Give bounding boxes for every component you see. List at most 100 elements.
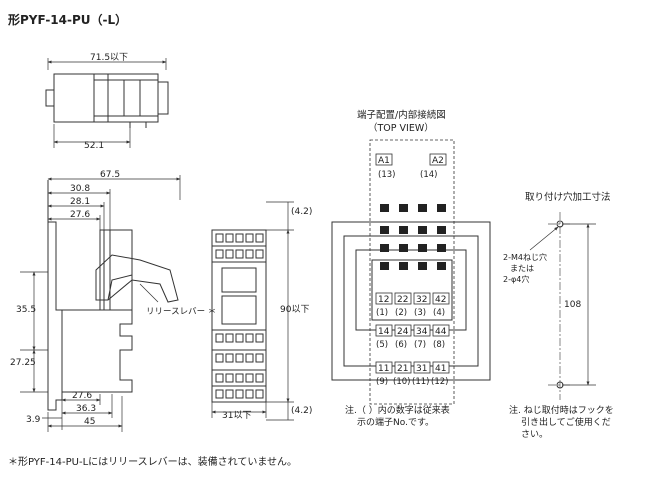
- terminal-block-3-2: [418, 262, 427, 270]
- front-screw-3-0: [215, 353, 224, 363]
- dim-top-bottom: 52.1: [84, 141, 104, 151]
- term-12: 12: [378, 295, 389, 305]
- dim-3-9: 3.9: [26, 415, 41, 425]
- front-screw-4-1: [225, 373, 234, 383]
- term-a1-old: (13): [378, 170, 395, 180]
- release-lever-label: リリースレバー ＊: [146, 307, 216, 317]
- note-right-line-2: 引き出してご使用くだ: [521, 416, 611, 428]
- note-right-line-1: 注. ねじ取付時はフックを: [509, 404, 614, 416]
- terminal-block-1-1: [399, 226, 408, 234]
- front-screw-1-0: [215, 249, 224, 259]
- front-screw-2-0: [215, 333, 224, 343]
- dim-top-width: 71.5以下: [90, 53, 128, 63]
- page-title: 形PYF-14-PU（-L）: [8, 12, 127, 27]
- front-screw-0-0: [215, 233, 224, 243]
- term-11: 11: [378, 364, 389, 374]
- dim-45: 45: [84, 417, 95, 427]
- note-right-line-3: さい。: [521, 429, 548, 440]
- side-view: 67.5 30.8 28.1 27.6 リリースレバー ＊ 35.5 27.25: [10, 170, 216, 432]
- terminal-block-2-1: [399, 244, 408, 252]
- terminal-subtitle: （TOP VIEW）: [368, 122, 434, 134]
- term-old-7: (7): [414, 340, 426, 350]
- front-screw-4-2: [235, 373, 244, 383]
- dim-front-width: 31以下: [222, 411, 251, 421]
- terminal-block-2-3: [437, 244, 446, 252]
- terminal-title: 端子配置/内部接続図: [357, 109, 446, 121]
- front-screw-0-1: [225, 233, 234, 243]
- front-screw-3-3: [245, 353, 254, 363]
- dim-front-bottom: (4.2): [291, 406, 312, 416]
- note-left-line-2: 示の端子No.です。: [357, 416, 434, 428]
- term-32: 32: [416, 295, 427, 305]
- dim-side-total: 67.5: [100, 170, 120, 180]
- mount-hole-line-1: 2-M4ねじ穴: [503, 252, 547, 262]
- term-a2-old: (14): [420, 170, 437, 180]
- term-old-1: (1): [376, 308, 388, 318]
- term-old-2: (2): [395, 308, 407, 318]
- terminal-block-0-2: [418, 204, 427, 212]
- dim-30-8: 30.8: [70, 184, 90, 194]
- term-old-12: (12): [431, 377, 448, 387]
- term-14: 14: [378, 327, 390, 337]
- front-screw-1-4: [255, 249, 264, 259]
- term-42: 42: [435, 295, 446, 305]
- front-screw-1-3: [245, 249, 254, 259]
- dim-27-25: 27.25: [10, 358, 36, 368]
- term-24: 24: [397, 327, 409, 337]
- terminal-block-3-3: [437, 262, 446, 270]
- front-screw-4-4: [255, 373, 264, 383]
- term-old-8: (8): [433, 340, 445, 350]
- dim-27-6-top: 27.6: [70, 210, 90, 220]
- front-screw-2-3: [245, 333, 254, 343]
- term-old-9: (9): [376, 377, 388, 387]
- term-old-3: (3): [414, 308, 426, 318]
- front-screw-5-2: [235, 389, 244, 399]
- dim-36-3: 36.3: [76, 404, 96, 414]
- note-left-line-1: 注.（ ）内の数字は従来表: [345, 404, 450, 416]
- terminal-row-1: 12 22 32 42 (1) (2) (3) (4): [375, 292, 450, 318]
- terminal-block-1-0: [380, 226, 389, 234]
- term-old-5: (5): [376, 340, 388, 350]
- front-screw-3-2: [235, 353, 244, 363]
- terminal-block-3-0: [380, 262, 389, 270]
- front-screw-5-1: [225, 389, 234, 399]
- term-21: 21: [397, 364, 408, 374]
- front-screw-1-1: [225, 249, 234, 259]
- terminal-row-2: 14 24 34 44 (5) (6) (7) (8): [375, 324, 450, 350]
- front-screw-3-1: [225, 353, 234, 363]
- front-screw-5-0: [215, 389, 224, 399]
- front-screw-1-2: [235, 249, 244, 259]
- mount-title: 取り付け穴加工寸法: [525, 191, 611, 203]
- front-screw-2-2: [235, 333, 244, 343]
- terminal-block-2-2: [418, 244, 427, 252]
- term-a2: A2: [432, 156, 444, 166]
- term-old-6: (6): [395, 340, 407, 350]
- term-34: 34: [416, 327, 428, 337]
- dim-front-height: 90以下: [280, 305, 309, 315]
- front-screw-5-3: [245, 389, 254, 399]
- front-screw-4-3: [245, 373, 254, 383]
- dim-front-top: (4.2): [291, 207, 312, 217]
- terminal-block-1-2: [418, 226, 427, 234]
- top-view: 71.5以下 52.1: [45, 53, 169, 151]
- front-screw-0-2: [235, 233, 244, 243]
- dim-mount-height: 108: [564, 300, 581, 310]
- terminal-block-1-3: [437, 226, 446, 234]
- front-screw-2-1: [225, 333, 234, 343]
- terminal-block-3-1: [399, 262, 408, 270]
- front-screw-4-0: [215, 373, 224, 383]
- mount-hole-line-2: または: [510, 264, 534, 273]
- term-old-10: (10): [393, 377, 410, 387]
- term-old-11: (11): [412, 377, 429, 387]
- terminal-block-0-3: [437, 204, 446, 212]
- term-44: 44: [435, 327, 447, 337]
- term-22: 22: [397, 295, 408, 305]
- term-31: 31: [416, 364, 427, 374]
- front-screw-0-4: [255, 233, 264, 243]
- terminal-block-2-0: [380, 244, 389, 252]
- terminal-diagram: 端子配置/内部接続図 （TOP VIEW） A1 (13) A2 (14) 12…: [331, 109, 491, 428]
- terminal-block-0-0: [380, 204, 389, 212]
- front-screw-0-3: [245, 233, 254, 243]
- term-41: 41: [435, 364, 446, 374]
